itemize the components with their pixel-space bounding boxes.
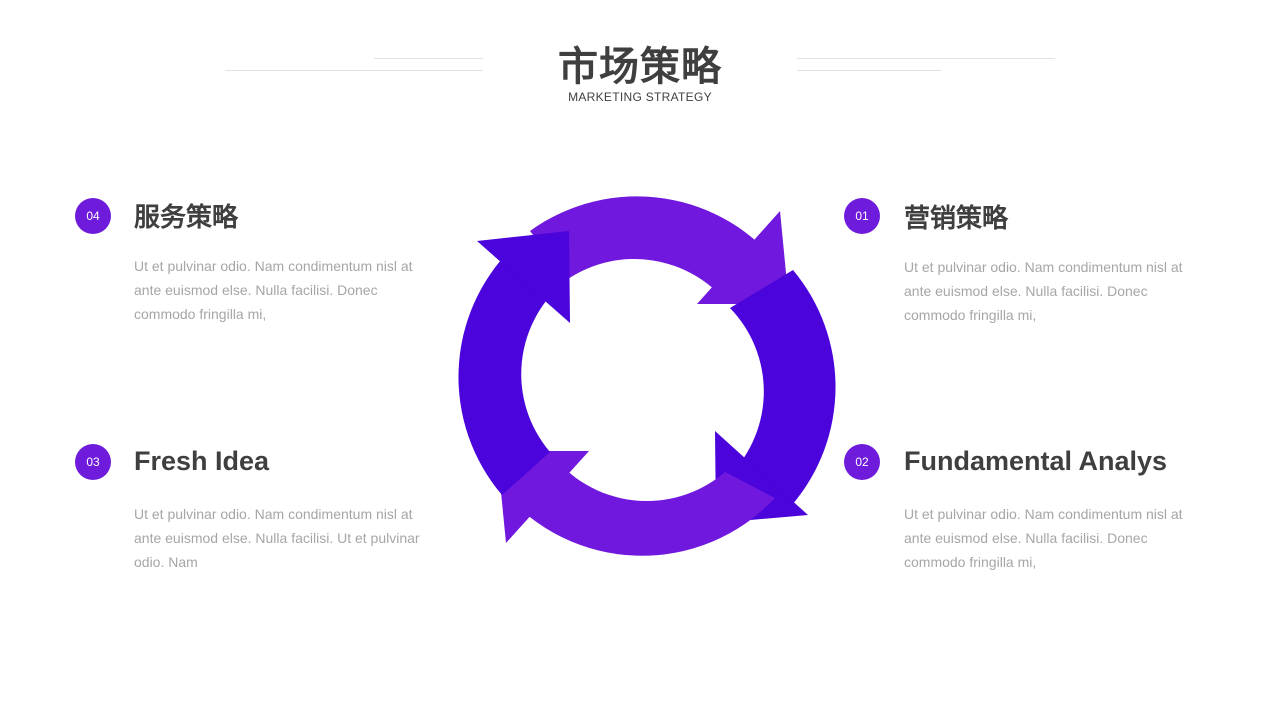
cycle-arrow-bottom bbox=[502, 452, 775, 556]
cycle-arrowhead-top-left bbox=[477, 231, 570, 323]
item-title-service-strategy: 服务策略 bbox=[134, 203, 239, 233]
header-line-right-short bbox=[797, 70, 941, 71]
step-badge-02: 02 bbox=[844, 444, 880, 480]
step-badge-03: 03 bbox=[75, 444, 111, 480]
cycle-arrow-right bbox=[730, 270, 836, 505]
page-subtitle: MARKETING STRATEGY bbox=[568, 90, 712, 104]
item-title-fresh-idea: Fresh Idea bbox=[134, 446, 270, 476]
item-description-04: Ut et pulvinar odio. Nam condimentum nis… bbox=[134, 258, 413, 322]
step-badge-04: 04 bbox=[75, 198, 111, 234]
step-badge-01: 01 bbox=[844, 198, 880, 234]
item-title-marketing-strategy: 营销策略 bbox=[904, 204, 1009, 234]
cycle-arrowhead-top-right bbox=[697, 211, 789, 304]
header-line-right-long bbox=[797, 58, 1055, 59]
cycle-arrow-left bbox=[458, 248, 568, 495]
item-description-01: Ut et pulvinar odio. Nam condimentum nis… bbox=[904, 259, 1183, 323]
header-line-left-long bbox=[225, 70, 483, 71]
item-description-02: Ut et pulvinar odio. Nam condimentum nis… bbox=[904, 506, 1183, 570]
item-title-fundamental-analysis: Fundamental Analys bbox=[904, 446, 1168, 476]
cycle-arrow-top bbox=[530, 196, 783, 304]
page-title: 市场策略 bbox=[558, 44, 722, 90]
cycle-arrows-diagram bbox=[458, 196, 836, 556]
item-description-03: Ut et pulvinar odio. Nam condimentum nis… bbox=[134, 506, 420, 570]
header-line-left-short bbox=[374, 58, 483, 59]
